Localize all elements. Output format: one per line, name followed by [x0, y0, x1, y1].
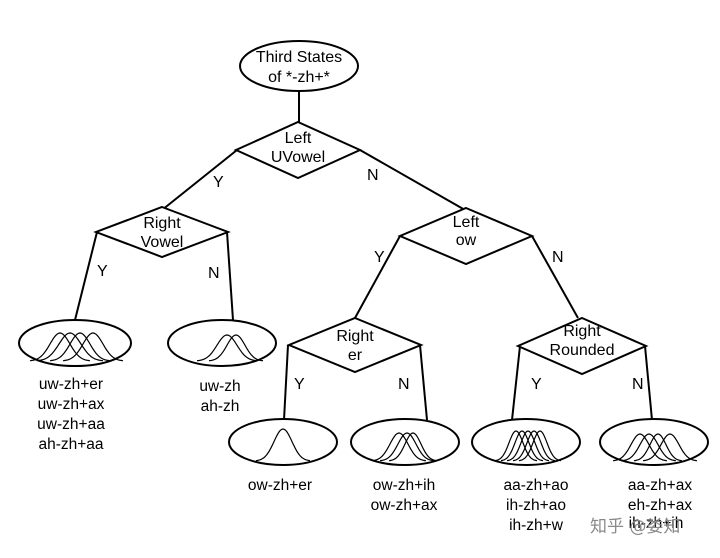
gaussian-curves-leaf-1 [29, 332, 124, 362]
leaf-5-line-3: ih-zh+w [509, 517, 564, 534]
right-vowel-line1: Right [143, 215, 181, 232]
root-node: Third States of *-zh+* [239, 40, 359, 92]
gaussian-curve [62, 332, 124, 362]
gaussian-curves-leaf-4 [371, 432, 438, 462]
edge-label-left-ow-yes: Y [374, 249, 385, 266]
gaussian-curve [633, 433, 683, 462]
watermark-text: 知乎 @娄知 [590, 517, 680, 537]
edge-label-right-rounded-yes: Y [531, 376, 542, 393]
right-er-line1: Right [336, 328, 374, 345]
leaf-node-6: aa-zh+ax eh-zh+ax ih-zh+ih [599, 418, 709, 532]
edge-label-left-uvowel-no: N [367, 167, 379, 184]
edge-right-er-to-leaf4 [419, 344, 428, 421]
gaussian-curve [36, 332, 104, 362]
gaussian-curves-leaf-5 [494, 430, 562, 462]
leaf-4-line-2: ow-zh+ax [371, 497, 438, 514]
gaussian-curve [208, 334, 264, 362]
gaussian-curve [621, 433, 677, 462]
leaf-1-line-4: ah-zh+aa [38, 436, 103, 453]
leaf-2-line-1: uw-zh [199, 378, 240, 395]
leaf-1-line-1: uw-zh+er [39, 376, 103, 393]
root-line2: of *-zh+* [268, 69, 330, 86]
decision-right-rounded: Right Rounded [515, 316, 649, 376]
right-rounded-line1: Right [563, 323, 601, 340]
edge-label-right-er-no: N [398, 376, 410, 393]
edge-label-left-uvowel-yes: Y [213, 174, 224, 191]
edge-label-right-er-yes: Y [294, 376, 305, 393]
root-line1: Third States [256, 49, 342, 66]
right-rounded-line2: Rounded [550, 342, 615, 359]
leaf-6-line-3: ih-zh+ih [629, 515, 684, 532]
gaussian-curve [494, 430, 538, 462]
gaussian-curve [388, 432, 438, 462]
gaussian-curve [506, 430, 550, 462]
edge-label-left-ow-no: N [552, 249, 564, 266]
edge-right-rounded-to-leaf6 [644, 345, 653, 421]
gaussian-curve [642, 433, 698, 462]
leaf-5-line-1: aa-zh+ao [503, 477, 568, 494]
leaf-node-4: ow-zh+ih ow-zh+ax [350, 418, 460, 514]
edge-left-ow-to-right-er [354, 235, 401, 319]
leaf-1-line-3: uw-zh+aa [37, 416, 105, 433]
gaussian-curve [371, 432, 427, 462]
edge-left-uvowel-to-left-ow [359, 149, 466, 211]
leaf-2-line-2: ah-zh [201, 398, 240, 415]
left-uvowel-line2: UVowel [271, 149, 325, 166]
right-vowel-line2: Vowel [141, 234, 184, 251]
leaf-3-line-1: ow-zh+er [248, 477, 312, 494]
leaf-1-line-2: uw-zh+ax [38, 396, 105, 413]
edge-right-vowel-to-leaf2 [226, 231, 234, 321]
edge-right-rounded-to-leaf5 [511, 345, 521, 421]
gaussian-curve [518, 430, 562, 462]
leaf-6-line-2: eh-zh+ax [628, 497, 692, 514]
left-uvowel-line1: Left [285, 130, 312, 147]
gaussian-curves-leaf-6 [612, 433, 698, 462]
edge-right-vowel-to-leaf1 [74, 231, 98, 321]
edge-label-right-rounded-no: N [632, 376, 644, 393]
gaussian-curve [500, 430, 544, 462]
decision-right-vowel: Right Vowel [93, 205, 231, 259]
edge-left-uvowel-to-right-vowel [161, 149, 238, 211]
gaussian-curve [255, 428, 311, 462]
gaussian-curve [379, 432, 435, 462]
gaussian-curves-leaf-3 [255, 428, 311, 462]
gaussian-curve [49, 332, 111, 362]
leaf-node-3: ow-zh+er [228, 418, 338, 494]
decision-left-ow: Left ow [397, 206, 535, 266]
left-ow-line2: ow [456, 232, 477, 249]
decision-right-er: Right er [286, 316, 424, 374]
leaf-node-1: uw-zh+er uw-zh+ax uw-zh+aa ah-zh+aa [18, 319, 132, 453]
right-er-line2: er [348, 347, 363, 364]
edge-labels: Y N Y N Y N Y N Y N [97, 167, 644, 393]
tree-edges [74, 90, 653, 421]
gaussian-curve [196, 334, 258, 362]
leaf-6-line-1: aa-zh+ax [628, 477, 692, 494]
edge-right-er-to-leaf3 [283, 344, 289, 421]
leaf-5-line-2: ih-zh+ao [506, 497, 566, 514]
edge-label-right-vowel-yes: Y [97, 263, 108, 280]
edge-left-ow-to-right-rounded [531, 235, 579, 319]
gaussian-curve [612, 433, 668, 462]
leaf-node-5: aa-zh+ao ih-zh+ao ih-zh+w [471, 418, 581, 534]
gaussian-curves-leaf-2 [196, 334, 264, 362]
leaf-4-line-1: ow-zh+ih [373, 477, 435, 494]
gaussian-curve [29, 332, 91, 362]
leaf-node-2: uw-zh ah-zh [167, 319, 277, 415]
left-ow-line1: Left [453, 214, 480, 231]
decision-left-uvowel: Left UVowel [233, 120, 363, 180]
edge-label-right-vowel-no: N [208, 265, 220, 282]
gaussian-curve [512, 430, 556, 462]
